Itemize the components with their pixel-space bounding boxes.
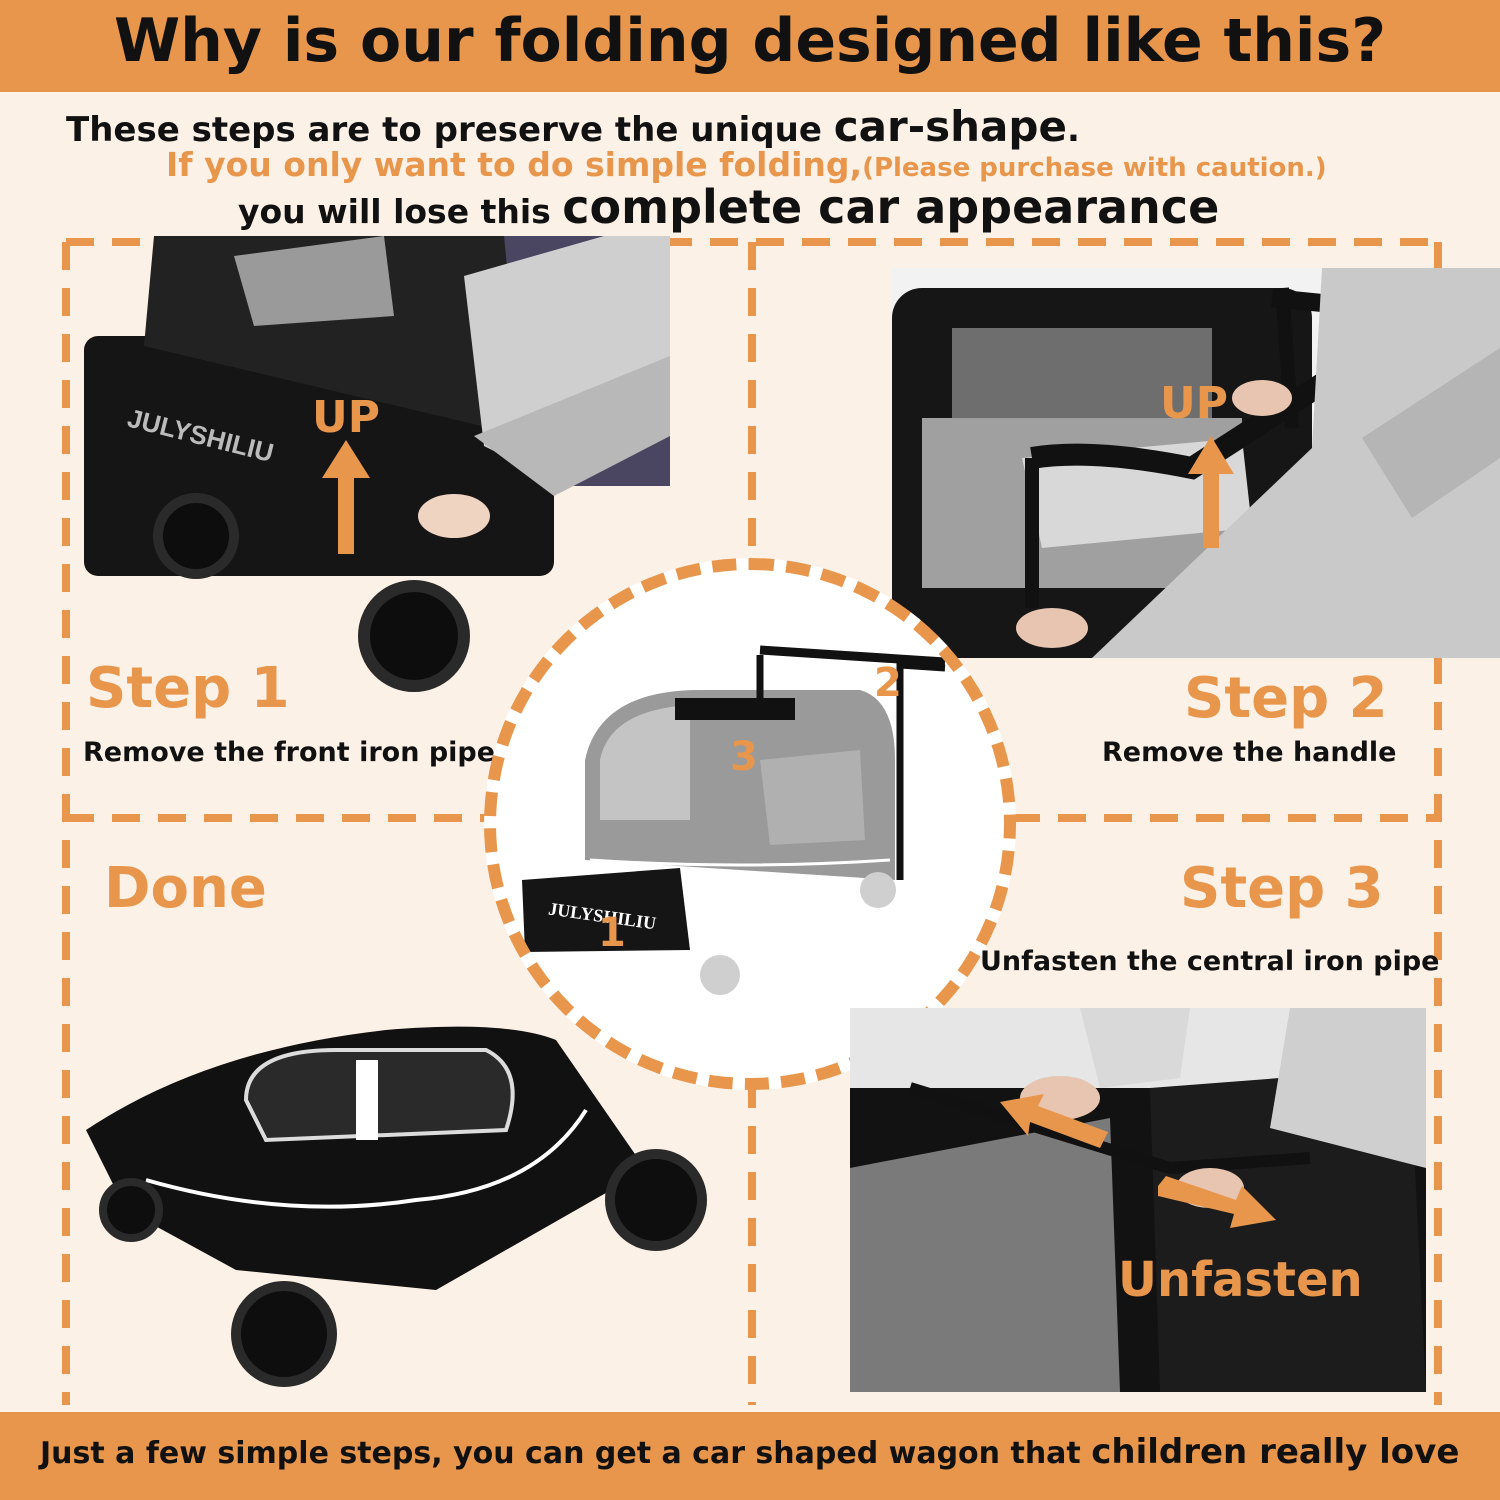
- step-2-up-arrow-icon: [1188, 436, 1234, 548]
- done-title: Done: [104, 856, 267, 921]
- step-3-title: Step 3: [1180, 856, 1384, 921]
- step-2-up-label: UP: [1160, 378, 1228, 429]
- intro-line-3-prefix: you will lose this: [238, 192, 563, 231]
- step-2-description: Remove the handle: [1102, 737, 1397, 768]
- step-1-title: Step 1: [86, 656, 290, 721]
- intro-line-1-emphasis: car-shape: [833, 102, 1067, 151]
- step-1-photo: JULYSHILIU: [84, 236, 670, 696]
- bottom-banner: [0, 1412, 1500, 1500]
- step-1-description: Remove the front iron pipe: [83, 737, 496, 768]
- step-1-up-label: UP: [312, 392, 380, 443]
- marker-2: 2: [874, 660, 902, 706]
- step-2-photo: [892, 268, 1500, 658]
- unfasten-label: Unfasten: [1118, 1252, 1363, 1308]
- step-1-up-arrow-icon: [322, 440, 370, 554]
- unfasten-left-arrow-icon: [1000, 1094, 1108, 1148]
- intro-line-1: These steps are to preserve the unique c…: [66, 102, 1080, 151]
- footer-prefix: Just a few simple steps, you can get a c…: [40, 1436, 1092, 1471]
- intro-line-1-suffix: .: [1066, 110, 1080, 150]
- top-banner: [0, 0, 1500, 92]
- footer-text: Just a few simple steps, you can get a c…: [40, 1432, 1470, 1472]
- step-2-title: Step 2: [1184, 666, 1388, 731]
- intro-line-2-main: If you only want to do simple folding,: [166, 145, 863, 184]
- page-title: Why is our folding designed like this?: [113, 6, 1387, 76]
- intro-line-3-emphasis: complete car appearance: [562, 180, 1220, 234]
- step-3-photo: [850, 1008, 1426, 1392]
- step-3-description: Unfasten the central iron pipe: [980, 946, 1440, 977]
- intro-line-2-note: (Please purchase with caution.): [862, 153, 1327, 183]
- marker-1: 1: [598, 910, 626, 956]
- intro-line-3: you will lose this complete car appearan…: [238, 180, 1219, 234]
- unfasten-right-arrow-icon: [1158, 1176, 1276, 1228]
- done-photo: [86, 1010, 726, 1400]
- marker-3: 3: [730, 734, 758, 780]
- intro-line-1-prefix: These steps are to preserve the unique: [66, 110, 834, 150]
- intro-line-2: If you only want to do simple folding,(P…: [166, 145, 1327, 184]
- center-diagram: JULYSHILIU 1 2 3: [484, 558, 1016, 1090]
- footer-emphasis: children really love: [1091, 1432, 1460, 1472]
